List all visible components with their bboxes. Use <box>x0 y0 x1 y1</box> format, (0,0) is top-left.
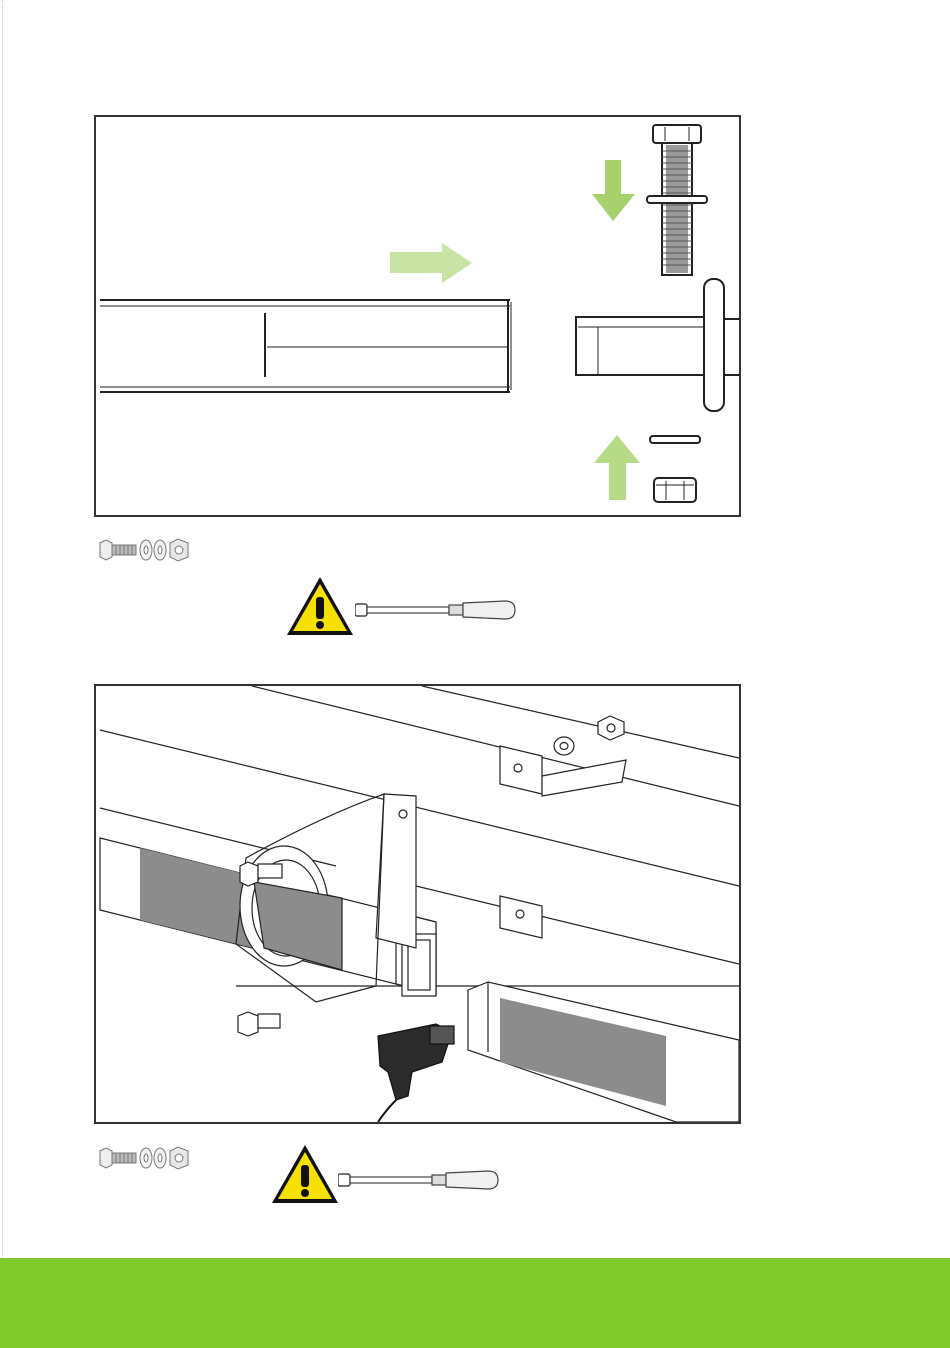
nut-icon <box>170 539 188 561</box>
step-1-hardware-kit-icon <box>98 537 194 563</box>
square-tube-right <box>468 982 739 1122</box>
arrow-up-icon <box>594 435 640 500</box>
heat-gun <box>378 1024 454 1122</box>
lock-nut <box>654 478 696 502</box>
step-1-drawing <box>96 117 739 515</box>
lower-bracket <box>500 896 542 938</box>
arrow-right-icon <box>390 243 472 283</box>
bolt-icon <box>100 540 136 560</box>
square-tube <box>100 300 511 392</box>
washer-icon <box>140 1148 152 1168</box>
step-1-torque-warning <box>285 575 520 635</box>
page-edge-rule <box>2 0 3 1258</box>
step-2-drawing <box>96 686 739 1122</box>
hex-bolt <box>647 125 707 275</box>
step-2-torque-warning <box>270 1143 505 1203</box>
warning-triangle-icon <box>285 575 355 637</box>
arrow-down-icon <box>592 160 635 221</box>
nut-icon <box>170 1147 188 1169</box>
torque-wrench-icon <box>355 597 520 627</box>
step-2-hardware-kit-icon <box>98 1145 194 1171</box>
step-2-illustration-panel <box>94 684 741 1124</box>
footer-bar <box>0 1258 950 1348</box>
washer-icon <box>140 540 152 560</box>
step-1-illustration-panel <box>94 115 741 517</box>
torque-wrench-icon <box>338 1167 503 1197</box>
washer <box>650 436 700 443</box>
flanged-adapter <box>576 279 739 411</box>
bolt-icon <box>100 1148 136 1168</box>
washer-icon <box>154 540 166 560</box>
nut <box>598 716 624 740</box>
washer-icon <box>154 1148 166 1168</box>
warning-triangle-icon <box>270 1143 340 1205</box>
washer <box>554 737 574 755</box>
